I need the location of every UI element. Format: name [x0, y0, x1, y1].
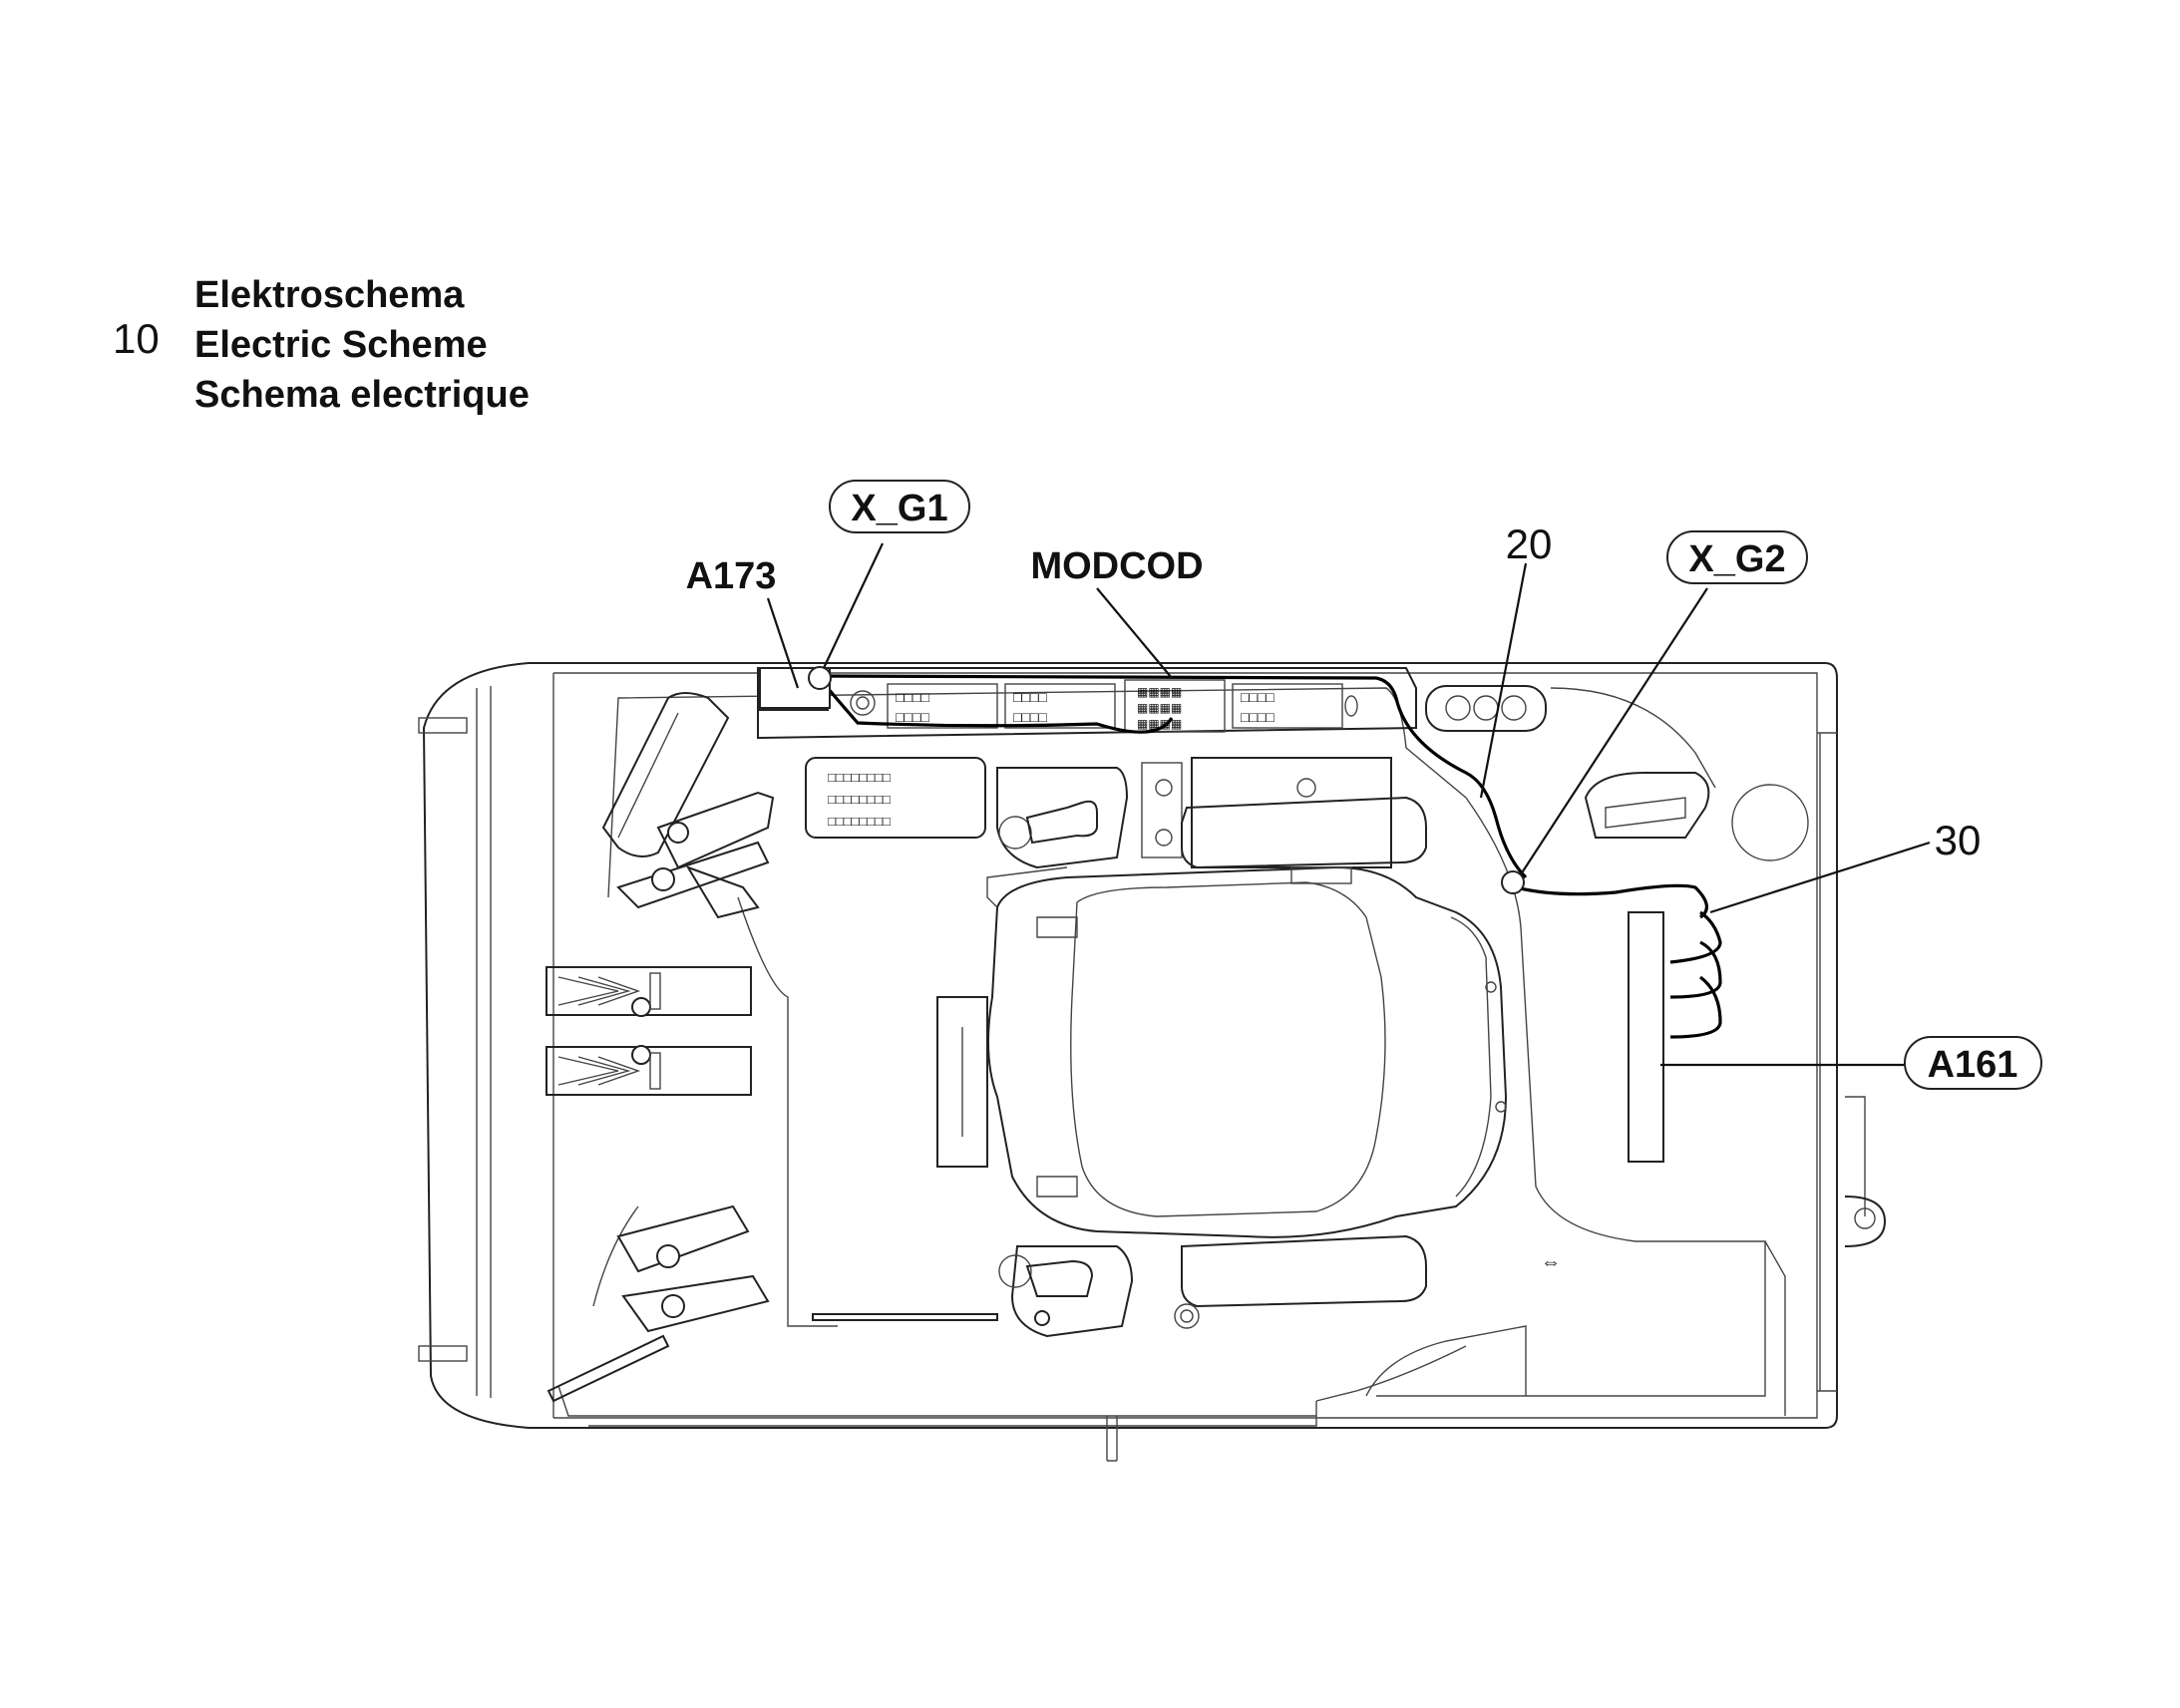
x-g2-label: X_G2	[1688, 538, 1785, 580]
item-20-label: 20	[1506, 520, 1553, 567]
steering-column	[601, 692, 775, 919]
pedals	[545, 966, 752, 1096]
svg-text:□□□□□□□□: □□□□□□□□	[828, 770, 891, 785]
svg-text:□□□□: □□□□	[896, 689, 929, 705]
vehicle-outline	[418, 662, 1838, 1429]
svg-text:□□□□: □□□□	[896, 709, 929, 725]
item-30-label: 30	[1935, 817, 1982, 863]
svg-text:▦▦▦▦: ▦▦▦▦	[1137, 685, 1182, 699]
right-console	[1584, 772, 1887, 1247]
x-g1-label-frame	[829, 480, 970, 533]
operator-seat	[936, 865, 1508, 1238]
svg-text:□□□□: □□□□	[1013, 709, 1047, 725]
x-g2-connector-point	[1501, 870, 1525, 894]
cab-floor	[557, 687, 1786, 1462]
title-en: Electric Scheme	[194, 324, 488, 366]
x-g1-connector-point	[808, 666, 832, 690]
title-de: Elektroschema	[194, 274, 465, 316]
a161-label-frame	[1904, 1036, 2042, 1090]
wiring-harness	[816, 674, 1722, 1039]
armrest-top	[1181, 796, 1427, 869]
top-console: □□□□ □□□□ □□□□ □□□□ ▦▦▦▦ ▦▦▦▦ ▦▦▦▦ □□□□ …	[757, 667, 1716, 789]
svg-text:□□□□: □□□□	[1013, 689, 1047, 705]
lower-armrest: ⇔	[998, 1234, 1561, 1338]
a161-label: A161	[1928, 1044, 2018, 1086]
leader-lines	[766, 542, 1931, 1067]
x-g2-label-frame	[1666, 530, 1808, 584]
page-number: 10	[113, 315, 160, 362]
modcod-label: MODCOD	[1030, 545, 1203, 587]
second-console: □□□□□□□□ □□□□□□□□ □□□□□□□□	[805, 757, 1392, 869]
svg-text:▦▦▦▦: ▦▦▦▦	[1137, 701, 1182, 715]
svg-text:⇔: ⇔	[1541, 1251, 1561, 1273]
svg-text:□□□□□□□□: □□□□□□□□	[828, 814, 891, 829]
lower-levers	[546, 1204, 1050, 1403]
svg-text:□□□□□□□□: □□□□□□□□	[828, 792, 891, 807]
a173-label: A173	[686, 555, 777, 597]
svg-text:□□□□: □□□□	[1241, 709, 1274, 725]
svg-text:□□□□: □□□□	[1241, 689, 1274, 705]
x-g1-label: X_G1	[851, 488, 947, 529]
title-fr: Schema electrique	[194, 374, 530, 416]
